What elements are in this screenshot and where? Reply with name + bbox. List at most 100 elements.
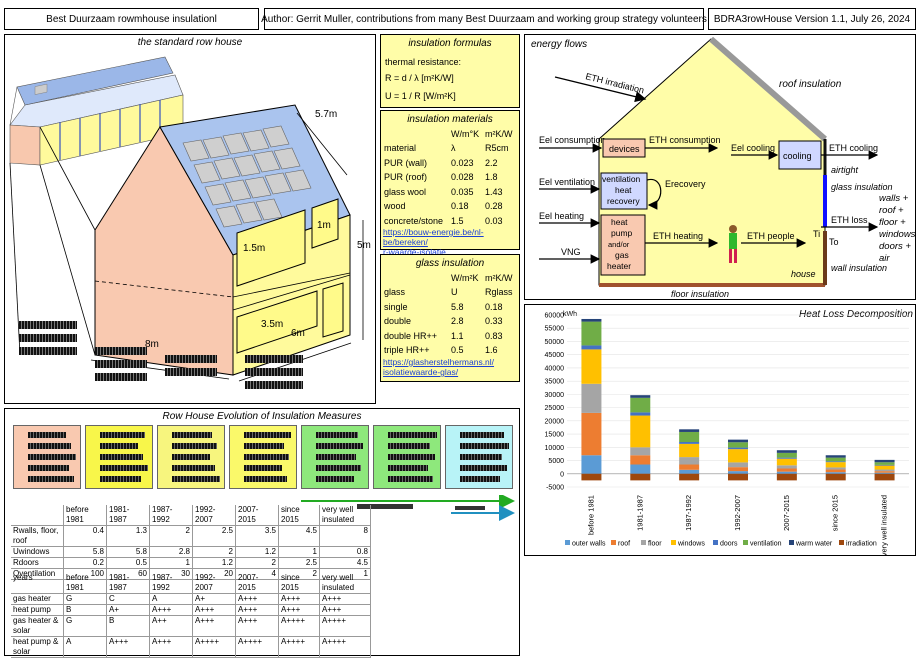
bar-segment	[630, 415, 651, 448]
x-category-label: before 1981	[586, 495, 595, 535]
table-cell: Rwalls, floor, roof	[11, 525, 64, 547]
table-cell: 1987-1992	[149, 505, 193, 526]
table-cell: gas heater & solar	[11, 615, 64, 637]
formulas-title: insulation formulas	[408, 38, 492, 49]
table-cell: B	[63, 604, 107, 616]
table-cell: A++++	[319, 615, 371, 637]
dim-height: 5m	[357, 240, 371, 251]
table-cell: 2.5	[278, 557, 320, 569]
vent-label-3: recovery	[607, 196, 640, 206]
label-e-el-ventilation: Eel ventilation	[539, 177, 595, 187]
loss-item: floor +	[879, 217, 906, 228]
front-door	[322, 282, 344, 338]
legend-label: warm water	[795, 541, 833, 548]
glass-cell: double HR++	[384, 330, 438, 341]
legend-swatch	[641, 540, 646, 545]
materials-unit-r: m²K/W	[485, 129, 513, 139]
materials-cell: 0.028	[451, 172, 474, 182]
glass-cell: 0.18	[485, 301, 503, 312]
evolution-column	[157, 425, 225, 489]
house-panel-title: the standard row house	[137, 37, 243, 48]
materials-cell: concrete/stone	[384, 215, 444, 226]
legend-item: ventilation	[743, 540, 782, 548]
heat-pump-box	[600, 214, 646, 276]
table-cell: 2.8	[149, 546, 193, 558]
bar-segment	[776, 465, 797, 469]
label-ti: Ti	[813, 229, 820, 239]
bar-segment	[679, 464, 700, 470]
table-cell: A++++	[319, 636, 371, 658]
vent-label-1: ventilation	[602, 174, 641, 184]
bar-segment	[581, 345, 602, 350]
author-text: Author: Gerrit Muller, contributions fro…	[261, 13, 707, 25]
redacted-note	[245, 368, 303, 376]
y-tick-label: 5000	[548, 458, 564, 465]
table-cell: 0.8	[319, 546, 371, 558]
bar-segment	[776, 450, 797, 453]
evolution-column	[85, 425, 153, 489]
table-cell: A+++	[192, 604, 236, 616]
glass-cell: 0.33	[485, 316, 503, 326]
loss-item: walls +	[879, 193, 909, 204]
label-e-el-cooling: Eel cooling	[731, 143, 775, 153]
materials-cell: 0.28	[485, 201, 503, 211]
materials-cell: PUR (roof)	[384, 172, 428, 182]
bar-segment	[581, 318, 602, 322]
row-houses-thumbnail	[9, 56, 184, 166]
legend-item: floor	[641, 540, 662, 548]
y-tick-label: 0	[560, 471, 564, 478]
bar-segment	[728, 462, 748, 468]
y-tick-label: 40000	[545, 365, 565, 372]
evolution-panel: Row House Evolution of Insulation Measur…	[4, 408, 520, 658]
label-to: To	[829, 237, 839, 247]
ventilation-box	[600, 172, 648, 210]
materials-cell: 0.035	[451, 186, 474, 197]
materials-link[interactable]: https://bouw-energie.be/nl-be/bereken/r-…	[383, 227, 484, 257]
bar-segment	[874, 473, 895, 481]
table-cell: 5.8	[63, 546, 107, 558]
cooling-box	[778, 140, 822, 170]
bar-segment	[825, 472, 846, 474]
formula-r: R = d / λ [m²K/W]	[385, 73, 454, 83]
materials-cell: wood	[384, 201, 406, 211]
hp-label-5: heater	[607, 261, 631, 271]
bar-segment	[581, 321, 602, 346]
materials-unit-lambda: W/m°K	[451, 129, 480, 139]
bar-segment	[874, 472, 895, 474]
y-tick-label: 55000	[545, 326, 565, 333]
devices-label: devices	[609, 144, 640, 154]
y-tick-label: 20000	[545, 418, 565, 425]
glass-title: glass insulation	[415, 258, 485, 269]
table-cell: A++	[149, 615, 193, 637]
table-cell: since 2015	[278, 505, 320, 526]
evolution-arrows	[301, 495, 515, 521]
evolution-column	[13, 425, 81, 489]
table-cell: 1	[149, 557, 193, 569]
glass-cell: 0.5	[451, 345, 464, 355]
table-cell: 2	[149, 525, 193, 547]
table-cell: 1	[278, 546, 320, 558]
dim-width: 8m	[145, 339, 159, 350]
legend-label: irradiation	[846, 541, 877, 548]
chart-unit: kWh	[563, 311, 577, 318]
glass-cell: 1.6	[485, 345, 498, 355]
bar-segment	[874, 462, 895, 465]
glass-unit-r: m²K/W	[485, 273, 513, 283]
title-box: Best Duurzaam rowmhouse insulationl	[4, 8, 259, 30]
table-cell: 3.5	[235, 525, 279, 547]
x-category-label: 1992-2007	[733, 495, 742, 531]
window-3-5m	[236, 290, 318, 354]
table-cell: 2.5	[192, 525, 236, 547]
bar-segment	[825, 467, 846, 470]
glass-cell: U	[451, 287, 458, 297]
legend-item: doors	[713, 540, 738, 548]
materials-panel: insulation materials W/m°K m²K/W materia…	[380, 110, 520, 257]
table-cell: A++++	[278, 636, 320, 658]
label-e-th-loss: ETH loss	[831, 215, 868, 225]
formula-u: U = 1 / R [W/m²K]	[385, 91, 456, 101]
energy-diagram: energy flows ETH irradiation roof insula…	[531, 36, 915, 299]
legend-swatch	[839, 540, 844, 545]
glass-link[interactable]: https://glasherstelhermans.nl/isolatiewa…	[383, 357, 495, 377]
energy-title: energy flows	[531, 39, 587, 50]
